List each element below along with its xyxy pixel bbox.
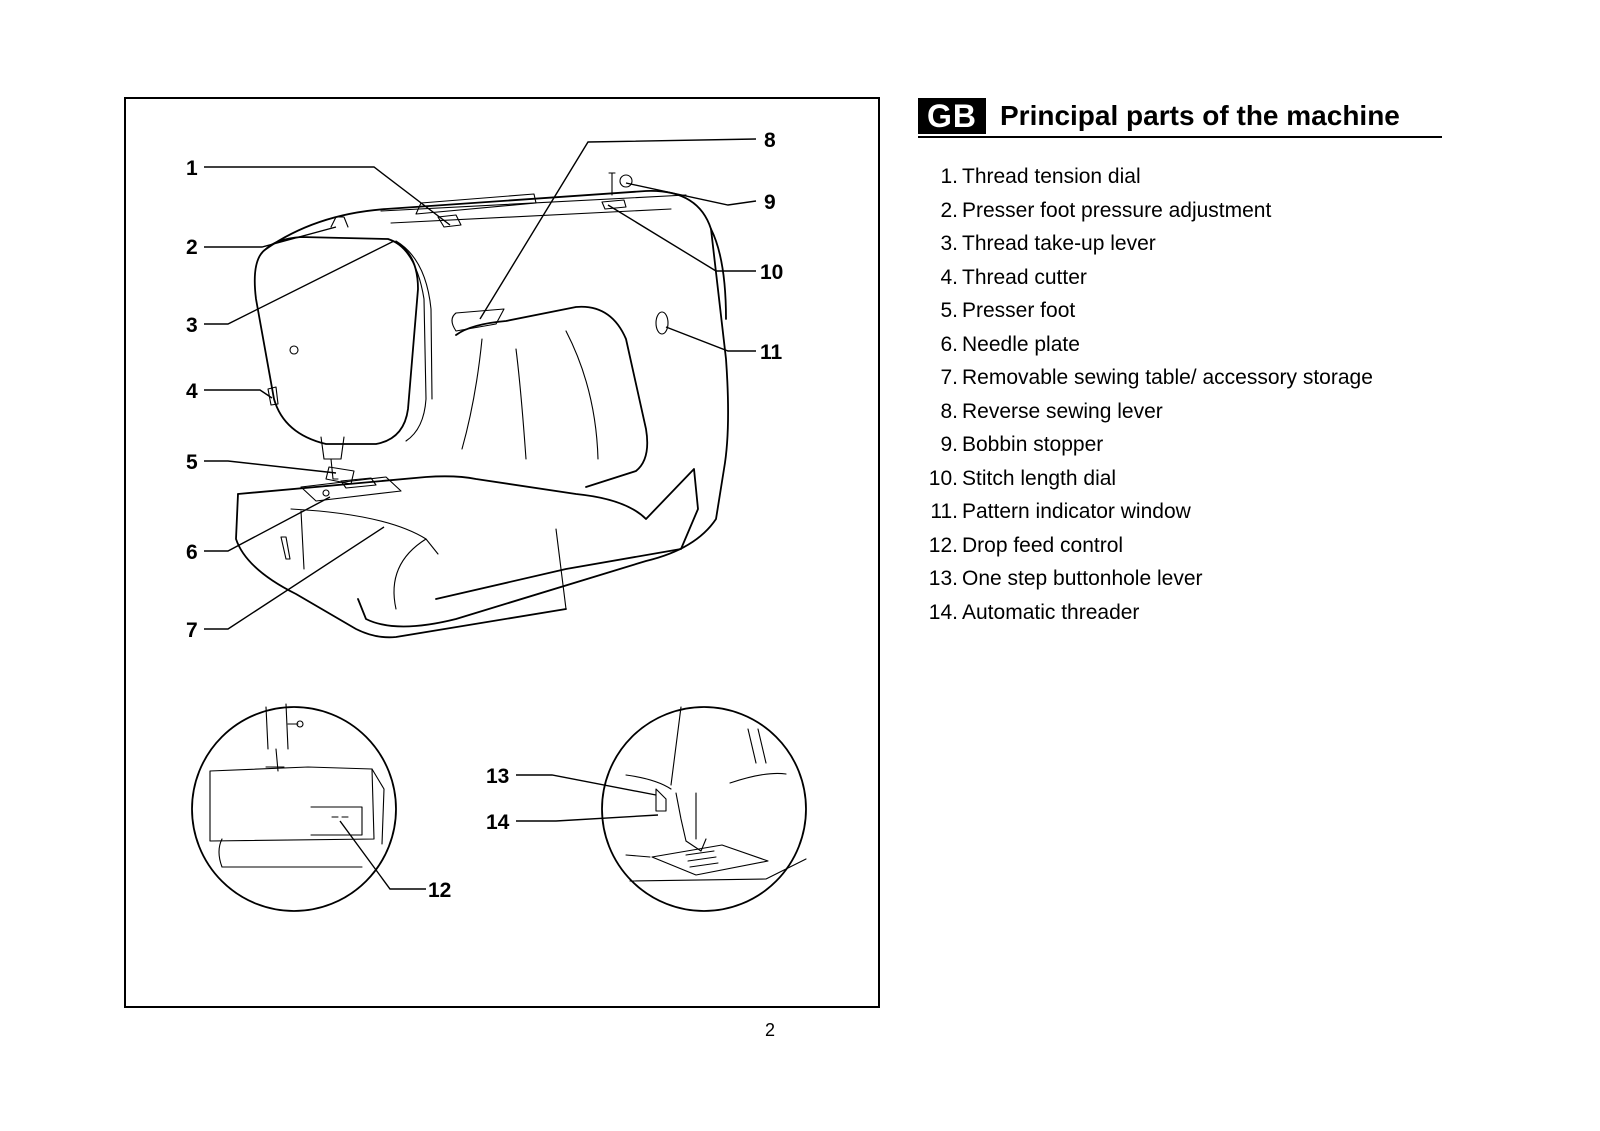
list-item: 3.Thread take-up lever <box>918 227 1373 261</box>
callout-6: 6 <box>186 541 198 564</box>
callout-4: 4 <box>186 380 198 403</box>
part-number: 12. <box>928 533 958 557</box>
list-item: 9.Bobbin stopper <box>918 428 1373 462</box>
part-number: 3. <box>940 232 958 255</box>
callout-numbers: 1 2 3 4 5 6 7 8 9 10 11 12 13 14 <box>186 129 783 902</box>
part-label: Presser foot <box>962 299 1076 322</box>
list-item: 14.Automatic threader <box>918 596 1373 630</box>
list-item: 6.Needle plate <box>918 328 1373 362</box>
part-number: 14. <box>928 600 958 624</box>
machine-illustration: 1 2 3 4 5 6 7 8 9 10 11 12 13 14 <box>186 129 807 912</box>
part-label: Thread take-up lever <box>962 232 1156 255</box>
callout-14: 14 <box>486 811 510 834</box>
part-label: Drop feed control <box>962 533 1124 557</box>
list-item: 7.Removable sewing table/ accessory stor… <box>918 361 1373 395</box>
part-label: Thread cutter <box>962 265 1087 289</box>
part-number: 4. <box>940 265 958 289</box>
sewing-machine-drawing <box>235 172 729 639</box>
part-number: 11. <box>930 500 958 523</box>
list-item: 13.One step buttonhole lever <box>918 562 1373 596</box>
section-heading: GB Principal parts of the machine <box>918 98 1442 138</box>
part-label: Removable sewing table/ accessory storag… <box>962 366 1373 389</box>
parts-list: 1.Thread tension dial 2.Presser foot pre… <box>918 160 1373 629</box>
part-number: 6. <box>940 332 958 356</box>
callout-2: 2 <box>186 236 198 259</box>
list-item: 2.Presser foot pressure adjustment <box>918 194 1373 228</box>
callout-12: 12 <box>428 879 451 902</box>
list-item: 11.Pattern indicator window <box>918 495 1373 529</box>
part-label: Presser foot pressure adjustment <box>962 198 1272 222</box>
part-label: One step buttonhole lever <box>962 567 1203 590</box>
page-number: 2 <box>764 1020 775 1040</box>
callout-5: 5 <box>186 451 198 474</box>
part-number: 10. <box>928 466 958 490</box>
part-number: 2. <box>940 198 958 222</box>
callout-leaders <box>204 138 757 630</box>
inset-drop-feed <box>191 703 426 912</box>
part-number: 1. <box>940 165 958 188</box>
part-number: 8. <box>940 399 958 423</box>
part-label: Stitch length dial <box>962 466 1117 490</box>
callout-13: 13 <box>486 765 509 788</box>
callout-7: 7 <box>186 619 198 642</box>
part-label: Thread tension dial <box>962 165 1141 188</box>
language-badge: GB <box>918 98 986 134</box>
part-number: 7. <box>940 366 958 389</box>
part-label: Needle plate <box>962 332 1080 356</box>
part-label: Pattern indicator window <box>962 500 1191 523</box>
part-number: 5. <box>940 299 958 322</box>
part-label: Automatic threader <box>962 600 1140 624</box>
callout-3: 3 <box>186 314 198 337</box>
section-title: Principal parts of the machine <box>1000 100 1400 131</box>
list-item: 10.Stitch length dial <box>918 462 1373 496</box>
part-label: Bobbin stopper <box>962 433 1104 456</box>
list-item: 8.Reverse sewing lever <box>918 395 1373 429</box>
callout-8: 8 <box>764 129 776 152</box>
machine-diagram: 1 2 3 4 5 6 7 8 9 10 11 12 13 14 <box>124 97 880 1008</box>
list-item: 4.Thread cutter <box>918 261 1373 295</box>
part-label: Reverse sewing lever <box>962 399 1163 423</box>
callout-1: 1 <box>186 157 198 180</box>
callout-10: 10 <box>760 261 783 284</box>
callout-9: 9 <box>764 191 776 214</box>
part-number: 13. <box>928 567 958 590</box>
part-number: 9. <box>940 433 958 456</box>
list-item: 1.Thread tension dial <box>918 160 1373 194</box>
callout-11: 11 <box>760 341 783 364</box>
list-item: 5.Presser foot <box>918 294 1373 328</box>
inset-threader <box>516 706 807 912</box>
list-item: 12.Drop feed control <box>918 529 1373 563</box>
